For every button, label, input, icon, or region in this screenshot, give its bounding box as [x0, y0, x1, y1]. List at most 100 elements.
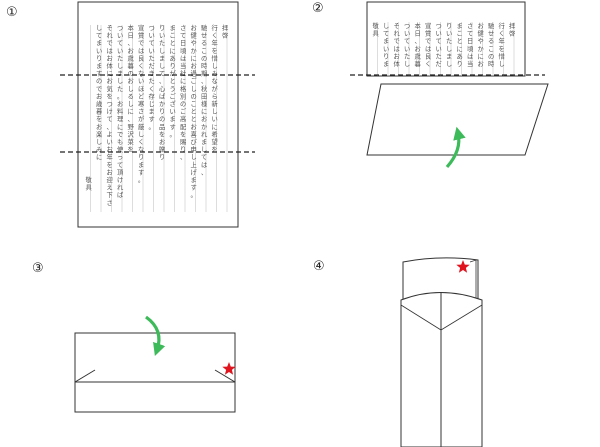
svg-text:し: し — [128, 100, 134, 108]
svg-text:つ: つ — [404, 23, 410, 30]
svg-text:期: 期 — [201, 70, 207, 78]
svg-text:、: 、 — [415, 38, 421, 45]
svg-text:ま: ま — [138, 161, 144, 169]
svg-text:ま: ま — [159, 54, 165, 62]
svg-text:新: 新 — [212, 99, 219, 108]
svg-text:り: り — [159, 108, 165, 116]
svg-text:り: り — [96, 54, 102, 62]
svg-text:本: 本 — [415, 21, 422, 30]
svg-text:歳: 歳 — [96, 99, 103, 108]
svg-text:で: で — [138, 40, 144, 47]
svg-text:、: 、 — [201, 78, 207, 85]
svg-text:は: は — [180, 54, 186, 62]
band-crease — [74, 369, 96, 383]
svg-text:て: て — [180, 33, 186, 40]
svg-text:様: 様 — [201, 99, 208, 108]
svg-text:い: い — [117, 47, 123, 55]
svg-text:が: が — [138, 114, 145, 123]
svg-text:た: た — [117, 54, 123, 62]
svg-text:か: か — [191, 47, 198, 55]
letter-text-lines — [90, 25, 228, 212]
svg-text:を: を — [212, 146, 218, 154]
svg-text:お: お — [159, 138, 165, 146]
svg-text:い: い — [96, 47, 102, 55]
svg-text:て: て — [201, 154, 207, 161]
svg-text:て: て — [117, 162, 123, 169]
svg-text:と: と — [457, 37, 463, 45]
svg-text:さ: さ — [107, 199, 113, 207]
svg-text:に: に — [191, 54, 197, 62]
svg-text:寒: 寒 — [138, 99, 145, 108]
step-2: ② 拝啓行く年を惜し馳せるこの時お健やかにおさて日頃は当まことにありりいたしまし… — [312, 1, 549, 169]
svg-text:あ: あ — [457, 52, 463, 60]
svg-text:ほ: ほ — [138, 85, 144, 93]
letter-column-partial: 拝啓 — [509, 21, 516, 76]
svg-text:頃: 頃 — [467, 44, 474, 53]
svg-text:し: し — [446, 60, 452, 68]
svg-text:存: 存 — [149, 91, 156, 100]
svg-text:行: 行 — [212, 23, 219, 32]
svg-text:く: く — [149, 86, 155, 93]
svg-text:く: く — [499, 31, 505, 38]
svg-text:よ: よ — [107, 130, 113, 138]
svg-text:の: の — [159, 116, 165, 123]
svg-text:と: と — [170, 77, 176, 85]
svg-text:敬: 敬 — [86, 175, 93, 184]
svg-text:に: に — [96, 153, 102, 161]
svg-text:の: の — [128, 71, 134, 78]
svg-text:し: し — [117, 62, 123, 70]
svg-text:ま: ま — [96, 62, 102, 70]
svg-text:、: 、 — [128, 116, 134, 123]
svg-text:り: り — [446, 22, 452, 30]
svg-text:希: 希 — [212, 129, 218, 138]
svg-text:を: を — [159, 130, 165, 138]
svg-text:、: 、 — [159, 78, 165, 85]
svg-text:ま: ま — [191, 176, 197, 184]
svg-text:の: の — [191, 93, 197, 100]
svg-text:拝: 拝 — [222, 23, 229, 32]
svg-text:時: 時 — [201, 62, 208, 70]
svg-text:に: に — [170, 47, 176, 55]
svg-text:い: い — [436, 30, 442, 38]
svg-text:し: し — [212, 108, 218, 116]
svg-text:宣: 宣 — [425, 21, 431, 30]
svg-text:賞: 賞 — [425, 29, 431, 38]
svg-text:し: し — [191, 153, 197, 161]
svg-text:当: 当 — [180, 61, 186, 70]
step-4-number: ④ — [313, 259, 325, 274]
svg-text:下: 下 — [107, 191, 113, 199]
svg-text:お: お — [128, 47, 134, 55]
svg-text:具: 具 — [86, 184, 93, 192]
svg-text:時: 時 — [488, 60, 495, 68]
svg-text:を: を — [107, 92, 113, 100]
svg-text:い: い — [436, 45, 442, 53]
svg-text:お: お — [107, 146, 113, 154]
step-3: ③ — [32, 261, 236, 413]
svg-text:し: し — [96, 138, 102, 146]
svg-text:ま: ま — [170, 115, 176, 123]
svg-text:宣: 宣 — [138, 23, 144, 32]
svg-text:き: き — [149, 70, 155, 78]
svg-text:で: で — [96, 86, 102, 93]
svg-text:お: お — [478, 22, 484, 30]
svg-text:や: や — [478, 37, 484, 45]
svg-text:り: り — [170, 62, 176, 70]
letter-edge — [469, 259, 477, 300]
svg-text:お: お — [107, 77, 113, 85]
svg-text:当: 当 — [467, 59, 473, 68]
svg-text:そ: そ — [107, 24, 113, 32]
svg-text:敬: 敬 — [373, 21, 380, 30]
svg-text:さ: さ — [138, 108, 144, 116]
svg-text:く: く — [138, 63, 144, 70]
svg-text:体: 体 — [107, 61, 114, 70]
folding-flap — [366, 83, 549, 156]
svg-text:品: 品 — [159, 123, 165, 131]
svg-text:ど: ど — [138, 92, 145, 100]
svg-text:は: は — [394, 45, 400, 53]
